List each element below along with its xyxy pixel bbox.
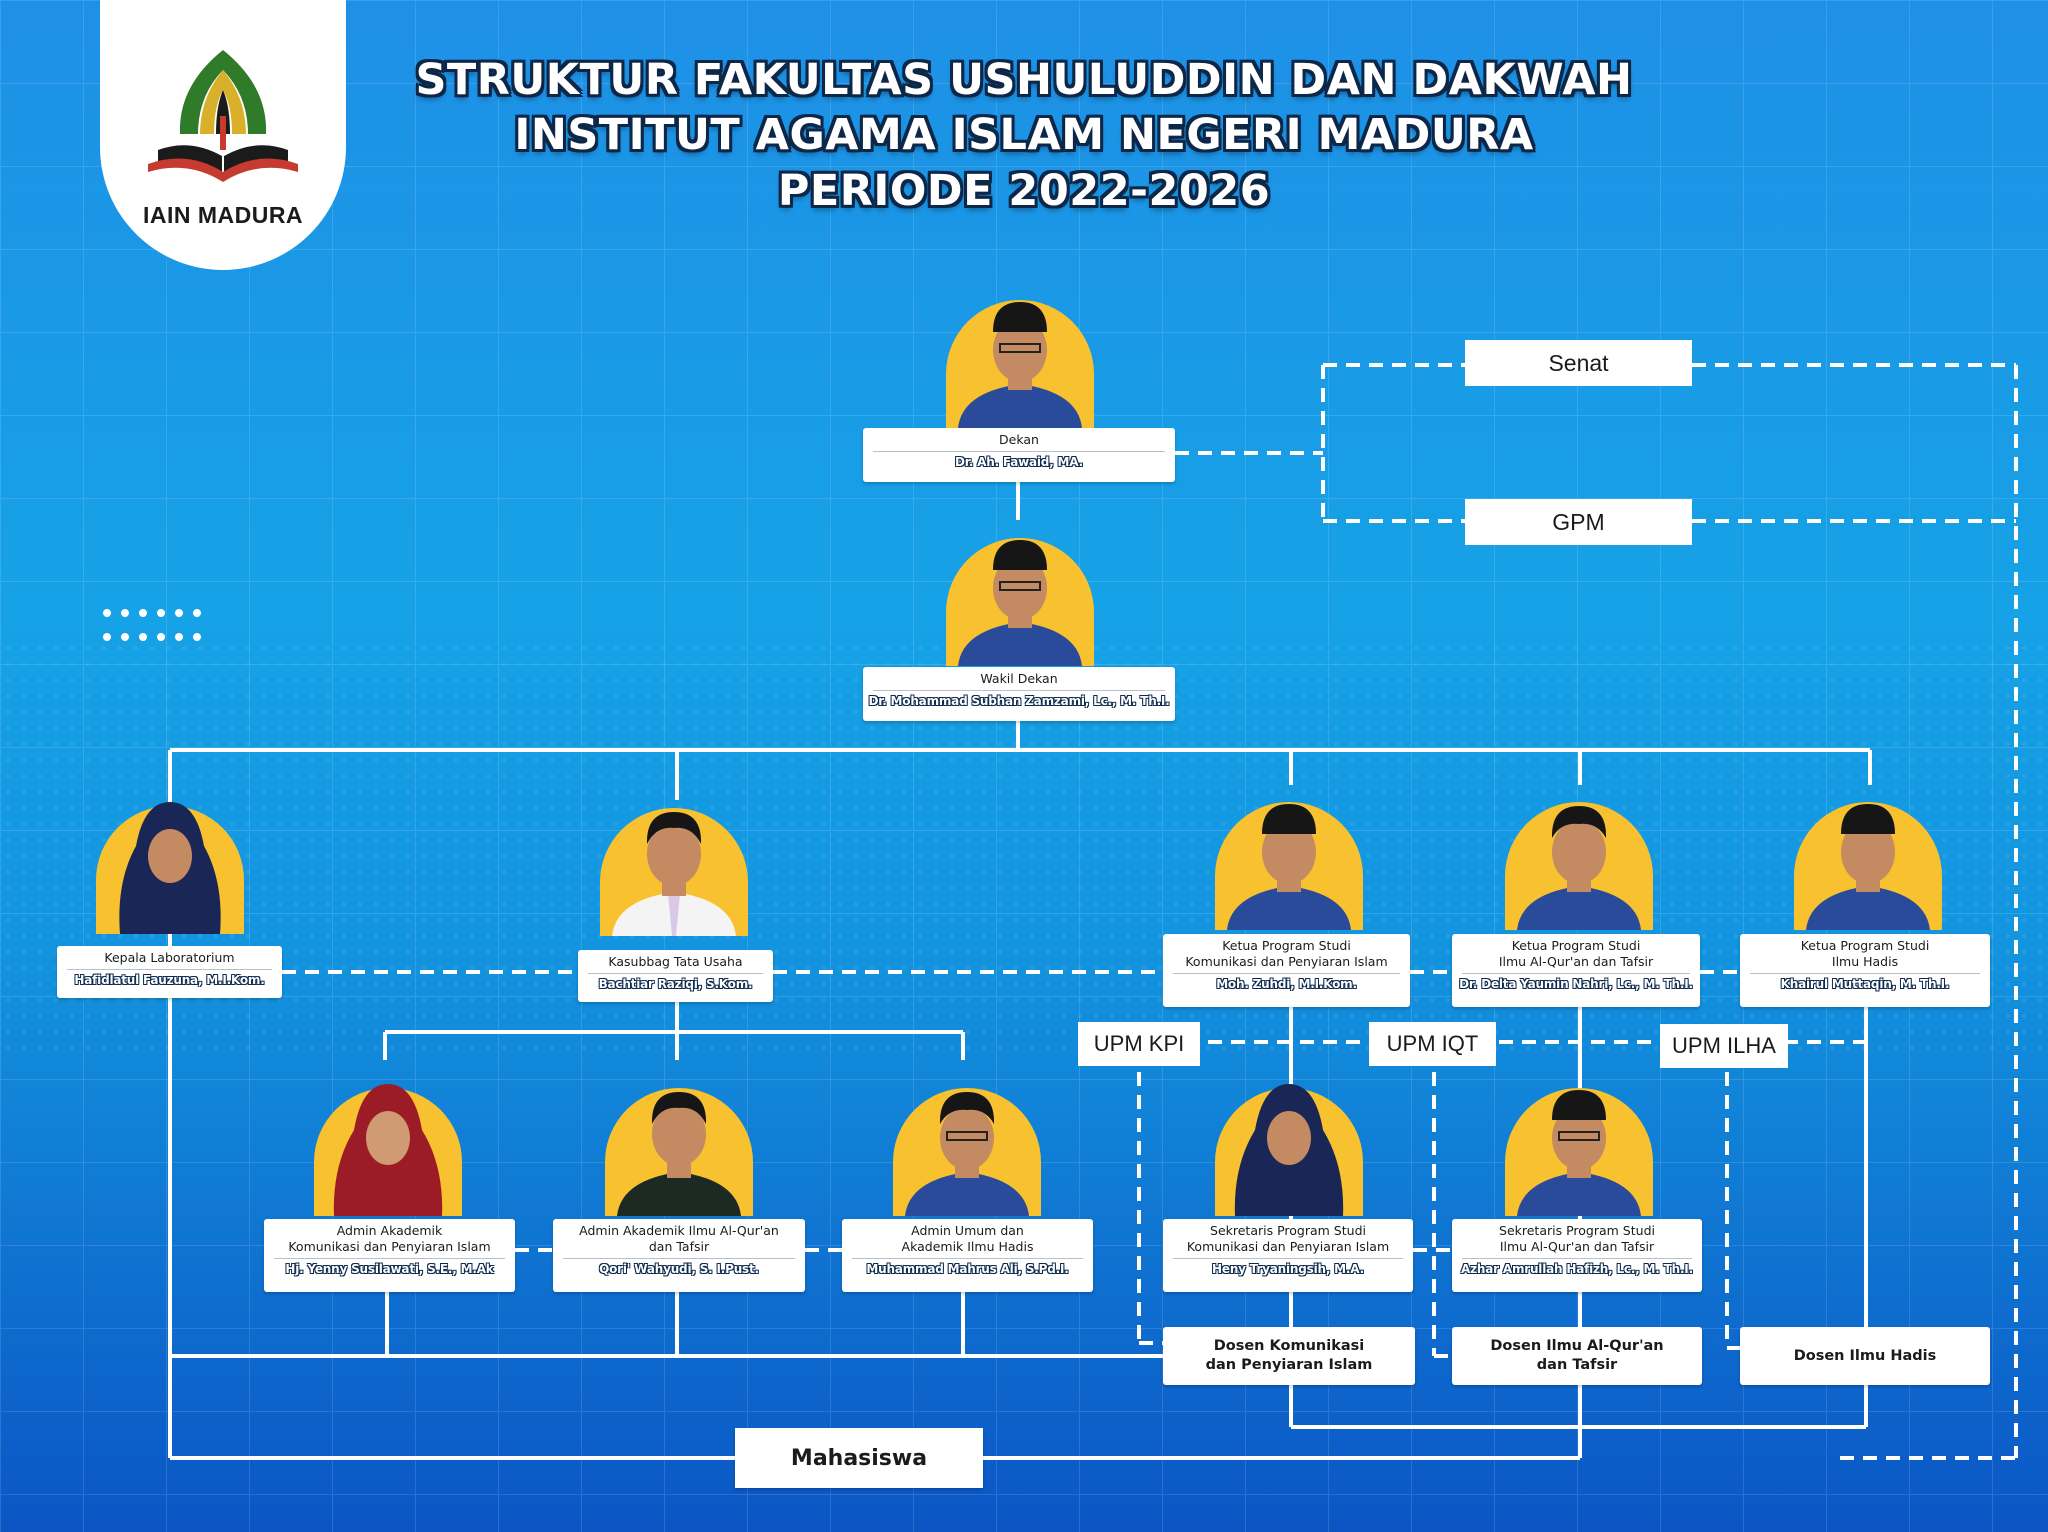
name-sekprodi-kpi: Heny Tryaningsih, M.A. [1212,1262,1364,1276]
card-kaprodi-ilha: Ketua Program Studi Ilmu Hadis Khairul M… [1740,934,1990,1007]
photo-kaprodi-ilha [1794,782,1942,930]
name-admin-iqt: Qori' Wahyudi, S. I.Pust. [599,1262,759,1276]
role-kaprodi-ilha-2: Ilmu Hadis [1831,954,1899,969]
name-kaprodi-iqt: Dr. Delta Yaumin Nahri, Lc., M. Th.I. [1459,977,1693,991]
role-kaprodi-kpi-1: Ketua Program Studi [1222,938,1351,953]
logo-text: IAIN MADURA [142,202,304,228]
photo-dekan [946,280,1094,428]
title-line-1: STRUKTUR FAKULTAS USHULUDDIN DAN DAKWAH [415,55,1633,105]
mahasiswa-box: Mahasiswa [735,1428,983,1488]
card-admin-iqt: Admin Akademik Ilmu Al-Qur'an dan Tafsir… [553,1219,805,1292]
card-dosen-ilha: Dosen Ilmu Hadis [1740,1327,1990,1385]
role-sekprodi-kpi-1: Sekretaris Program Studi [1210,1223,1366,1238]
role-kaprodi-iqt-2: Ilmu Al-Qur'an dan Tafsir [1498,954,1654,969]
card-sekprodi-kpi: Sekretaris Program Studi Komunikasi dan … [1163,1219,1413,1292]
photo-kaprodi-iqt [1505,782,1653,930]
card-kepala-laboratorium: Kepala Laboratorium Hafidlatul Fauzuna, … [57,946,282,998]
photo-kepala-laboratorium [96,786,244,934]
role-sekprodi-iqt-1: Sekretaris Program Studi [1499,1223,1655,1238]
name-kepala-laboratorium: Hafidlatul Fauzuna, M.I.Kom. [74,973,265,987]
title-line-3: PERIODE 2022-2026 [777,166,1271,216]
role-sekprodi-iqt-2: Ilmu Al-Qur'an dan Tafsir [1499,1239,1655,1254]
role-admin-kpi-2: Komunikasi dan Penyiaran Islam [288,1239,491,1254]
name-dekan: Dr. Ah. Fawaid, MA. [955,455,1083,469]
role-sekprodi-kpi-2: Komunikasi dan Penyiaran Islam [1186,1239,1390,1254]
name-kaprodi-kpi: Moh. Zuhdi, M.I.Kom. [1216,977,1357,991]
gpm-box: GPM [1465,499,1692,545]
card-wakil-dekan: Wakil Dekan Dr. Mohammad Subhan Zamzami,… [863,667,1175,721]
upm-iqt-box: UPM IQT [1369,1022,1496,1066]
photo-wakil-dekan [946,518,1094,666]
role-admin-iqt-1: Admin Akademik Ilmu Al-Qur'an [579,1223,779,1238]
role-kasubbag: Kasubbag Tata Usaha [608,954,743,969]
photo-kasubbag [600,788,748,936]
iain-madura-logo: IAIN MADURA [100,0,346,270]
photo-admin-umum [893,1068,1041,1216]
photo-admin-iqt [605,1068,753,1216]
card-dekan: Dekan Dr. Ah. Fawaid, MA. [863,428,1175,482]
upm-ilha-box: UPM ILHA [1660,1024,1788,1068]
card-sekprodi-iqt: Sekretaris Program Studi Ilmu Al-Qur'an … [1452,1219,1702,1292]
photo-sekprodi-kpi [1215,1068,1363,1216]
decorative-dots [103,609,201,641]
card-kaprodi-iqt: Ketua Program Studi Ilmu Al-Qur'an dan T… [1452,934,1700,1007]
role-kepala-laboratorium: Kepala Laboratorium [104,950,235,965]
role-admin-umum-2: Akademik Ilmu Hadis [901,1239,1034,1254]
role-admin-kpi-1: Admin Akademik [336,1223,443,1238]
name-admin-kpi: Hj. Yenny Susilawati, S.E., M.Ak [285,1262,494,1276]
role-kaprodi-iqt-1: Ketua Program Studi [1511,938,1641,953]
role-wakil-dekan: Wakil Dekan [980,671,1058,686]
upm-kpi-box: UPM KPI [1078,1022,1200,1066]
role-dosen-ilha: Dosen Ilmu Hadis [1793,1347,1937,1364]
name-sekprodi-iqt: Azhar Amrullah Hafizh, Lc., M. Th.I. [1461,1262,1693,1276]
photo-sekprodi-iqt [1505,1068,1653,1216]
role-admin-iqt-2: dan Tafsir [648,1239,710,1254]
logo-emblem [148,50,298,182]
photo-admin-kpi [314,1068,462,1216]
role-admin-umum-1: Admin Umum dan [911,1223,1024,1238]
senat-box: Senat [1465,340,1692,386]
name-kaprodi-ilha: Khairul Muttaqin, M. Th.I. [1780,977,1950,991]
title-line-2: INSTITUT AGAMA ISLAM NEGERI MADURA [514,110,1534,160]
role-kaprodi-kpi-2: Komunikasi dan Penyiaran Islam [1185,954,1388,969]
card-admin-kpi: Admin Akademik Komunikasi dan Penyiaran … [264,1219,515,1292]
card-kaprodi-kpi: Ketua Program Studi Komunikasi dan Penyi… [1163,934,1410,1007]
name-kasubbag: Bachtiar Raziqi, S.Kom. [598,977,753,991]
card-kasubbag: Kasubbag Tata Usaha Bachtiar Raziqi, S.K… [578,950,773,1002]
role-dekan: Dekan [999,432,1039,447]
name-wakil-dekan: Dr. Mohammad Subhan Zamzami, Lc., M. Th.… [868,694,1170,708]
name-admin-umum: Muhammad Mahrus Ali, S.Pd.I. [866,1262,1069,1276]
photo-kaprodi-kpi [1215,782,1363,930]
card-admin-umum: Admin Umum dan Akademik Ilmu Hadis Muham… [842,1219,1093,1292]
role-kaprodi-ilha-1: Ketua Program Studi [1800,938,1930,953]
